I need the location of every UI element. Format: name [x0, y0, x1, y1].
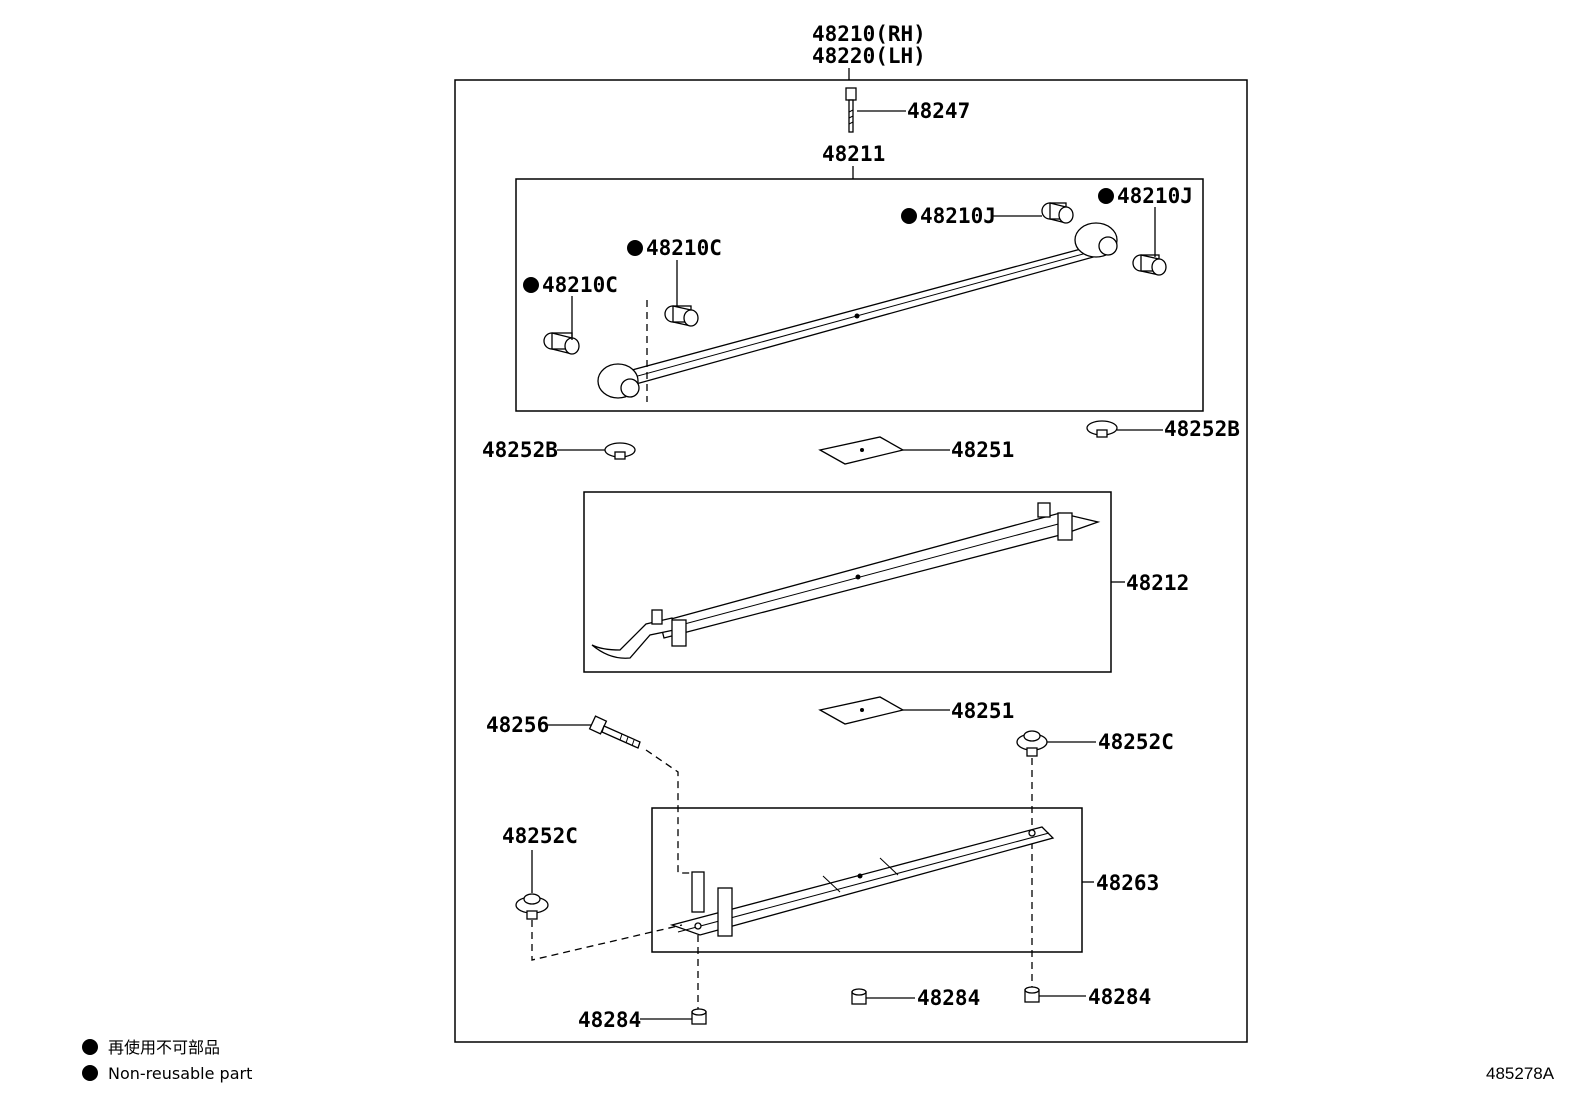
bumper-b-right-icon: [1086, 420, 1118, 438]
bushing-j-left-icon: [1041, 202, 1074, 224]
plate-lower-icon: [818, 696, 905, 725]
bumper-c-left-icon: [515, 893, 549, 920]
bolt-48256-guide: [645, 749, 700, 874]
bushing-c-right-icon: [664, 305, 699, 327]
nonreusable-mark-48210c-1: [523, 277, 539, 293]
callout-48247: 48247: [907, 99, 970, 123]
callout-48251-upper: 48251: [951, 438, 1014, 462]
callout-48284-left: 48284: [578, 1008, 641, 1032]
bumper-c-left-guide: [531, 920, 683, 961]
callout-48256: 48256: [486, 713, 549, 737]
center-bolt-icon: [845, 87, 857, 133]
leaf-3-frame: [651, 807, 1083, 953]
callout-48252c-right: 48252C: [1098, 730, 1174, 754]
nut-right-icon: [1024, 986, 1040, 1003]
callout-48211: 48211: [822, 142, 885, 166]
nut-center-icon: [851, 988, 867, 1005]
callout-48252b-left: 48252B: [482, 438, 558, 462]
callout-48210j-2: 48210J: [1117, 184, 1193, 208]
callout-48212: 48212: [1126, 571, 1189, 595]
callout-48252b-right: 48252B: [1164, 417, 1240, 441]
bumper-b-left-icon: [604, 442, 636, 460]
legend-bullet-1: [82, 1039, 98, 1055]
main-leaf-spring-icon: [597, 222, 1118, 399]
plate-upper-icon: [818, 436, 905, 465]
bumper-c-right-icon: [1016, 730, 1048, 757]
callout-48284-right: 48284: [1088, 985, 1151, 1009]
figure-id: 485278A: [1486, 1064, 1555, 1083]
nonreusable-mark-48210j-1: [901, 208, 917, 224]
callout-48210c-1: 48210C: [542, 273, 618, 297]
main-leaf-frame: [515, 178, 1204, 412]
callout-48251-lower: 48251: [951, 699, 1014, 723]
callout-48210c-2: 48210C: [646, 236, 722, 260]
callout-48284-center: 48284: [917, 986, 980, 1010]
leaf-2-spring-icon: [591, 502, 1101, 659]
nonreusable-mark-48210c-2: [627, 240, 643, 256]
bolt-48256-icon: [588, 715, 641, 749]
assembly-label-lh: 48220(LH): [812, 44, 926, 68]
assembly-label-rh: 48210(RH): [812, 22, 926, 46]
bushing-c-left-icon: [543, 332, 580, 355]
nut-left-icon: [691, 1008, 707, 1025]
callout-48263: 48263: [1096, 871, 1159, 895]
leaf-3-spring-icon: [669, 826, 1055, 937]
nonreusable-mark-48210j-2: [1098, 188, 1114, 204]
assembly-frame: [454, 79, 1248, 1043]
legend-text-en: Non-reusable part: [108, 1064, 252, 1083]
legend-bullet-2: [82, 1065, 98, 1081]
legend-text-ja: 再使用不可部品: [108, 1038, 220, 1057]
bushing-j-right-icon: [1132, 254, 1167, 276]
callout-48210j-1: 48210J: [920, 204, 996, 228]
callout-48252c-left: 48252C: [502, 824, 578, 848]
